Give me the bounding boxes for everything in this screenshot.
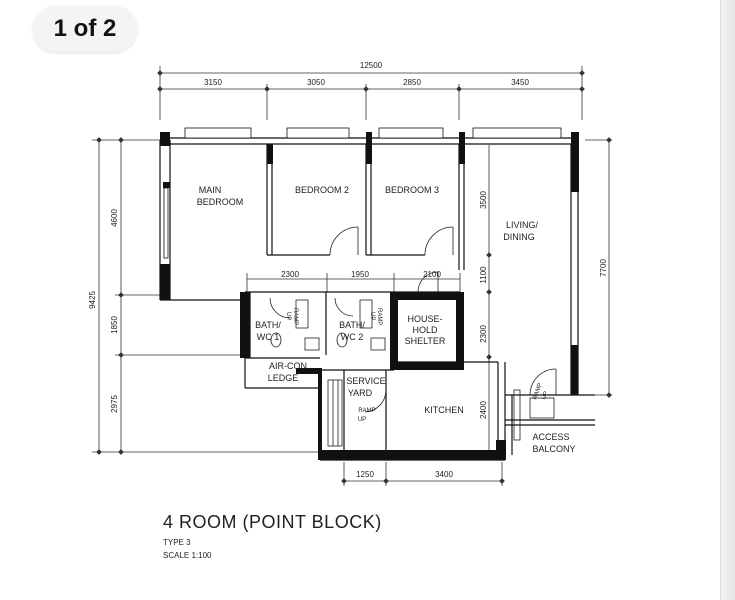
- page-edge: [720, 0, 735, 600]
- room-service-yard-line2: YARD: [348, 388, 373, 398]
- dim-mid-2: 1950: [351, 270, 369, 279]
- room-service-yard-line1: SERVICE: [346, 376, 385, 386]
- ramp-labels: RAMP UP RAMP UP RAMP UP: [285, 308, 550, 401]
- dim-bottom-2: 3400: [435, 470, 453, 479]
- dim-overall-width: 12500: [360, 61, 383, 70]
- ramp-bath2-line1: RAMP: [376, 308, 382, 325]
- solid-columns: [160, 132, 579, 460]
- room-living-dining-line1: LIVING/: [506, 220, 539, 230]
- room-bedroom-3: BEDROOM 3: [385, 185, 439, 195]
- ramp-bath1-line1: RAMP: [292, 308, 298, 325]
- room-aircon-ledge-line1: AIR-CON: [269, 361, 307, 371]
- ramp-bath1-line2: UP: [285, 312, 291, 320]
- plan-type: TYPE 3: [163, 538, 191, 547]
- room-shelter-line3: SHELTER: [405, 336, 446, 346]
- right-dimension-ticks: [486, 137, 612, 398]
- dim-inner-right-2: 1100: [479, 266, 488, 284]
- room-main-bedroom-line1: MAIN: [199, 185, 222, 195]
- dim-top-3: 2850: [403, 78, 421, 87]
- mid-dimension-lines: [246, 273, 461, 292]
- room-bedroom-2: BEDROOM 2: [295, 185, 349, 195]
- dim-inner-right-3: 2300: [479, 325, 488, 343]
- room-labels: MAIN BEDROOM BEDROOM 2 BEDROOM 3 LIVING/…: [197, 185, 576, 454]
- room-bath-wc1-line2: WC 1: [257, 332, 280, 342]
- room-kitchen: KITCHEN: [424, 405, 464, 415]
- dim-top-4: 3450: [511, 78, 529, 87]
- bottom-dimension-ticks: [341, 478, 505, 484]
- dim-bottom-1: 1250: [356, 470, 374, 479]
- windows: [163, 127, 562, 259]
- ramp-up-label-line2: UP: [358, 417, 366, 423]
- room-shelter-line2: HOLD: [412, 325, 438, 335]
- dim-inner-right-4: 2400: [479, 401, 488, 419]
- room-access-balcony-line1: ACCESS: [532, 432, 569, 442]
- ramp-up-label-line1: RAMP: [358, 408, 375, 414]
- dim-mid-1: 2300: [281, 270, 299, 279]
- page-indicator-badge: 1 of 2: [33, 6, 137, 52]
- room-living-dining-line2: DINING: [503, 232, 535, 242]
- room-shelter-line1: HOUSE-: [407, 314, 442, 324]
- doors: [269, 226, 557, 413]
- top-dimension-lines: [159, 66, 583, 120]
- room-bath-wc1-line1: BATH/: [255, 320, 281, 330]
- room-bath-wc2-line1: BATH/: [339, 320, 365, 330]
- right-dimension-lines: [488, 139, 612, 450]
- room-main-bedroom-line2: BEDROOM: [197, 197, 244, 207]
- dim-top-2: 3050: [307, 78, 325, 87]
- ramp-balcony-line2: UP: [541, 391, 549, 401]
- room-bath-wc2-line2: WC 2: [341, 332, 364, 342]
- ramp-bath2-line2: UP: [369, 312, 375, 320]
- dim-left-3: 2975: [110, 395, 119, 413]
- top-dimension-ticks: [157, 70, 585, 92]
- dim-top-1: 3150: [204, 78, 222, 87]
- plan-title: 4 ROOM (POINT BLOCK): [163, 512, 382, 532]
- left-dimension-ticks: [96, 137, 124, 455]
- dim-mid-3: 2100: [423, 270, 441, 279]
- plan-scale: SCALE 1:100: [163, 551, 212, 560]
- dim-inner-right-1: 3500: [479, 191, 488, 209]
- room-access-balcony-line2: BALCONY: [532, 444, 575, 454]
- dim-left-1: 4600: [110, 209, 119, 227]
- dim-left-2: 1850: [110, 316, 119, 334]
- dim-right-total: 7700: [599, 259, 608, 277]
- fixtures: [270, 299, 555, 447]
- ramp-balcony-line1: RAMP: [532, 382, 544, 400]
- dim-left-total: 9425: [88, 291, 97, 309]
- room-aircon-ledge-line2: LEDGE: [268, 373, 299, 383]
